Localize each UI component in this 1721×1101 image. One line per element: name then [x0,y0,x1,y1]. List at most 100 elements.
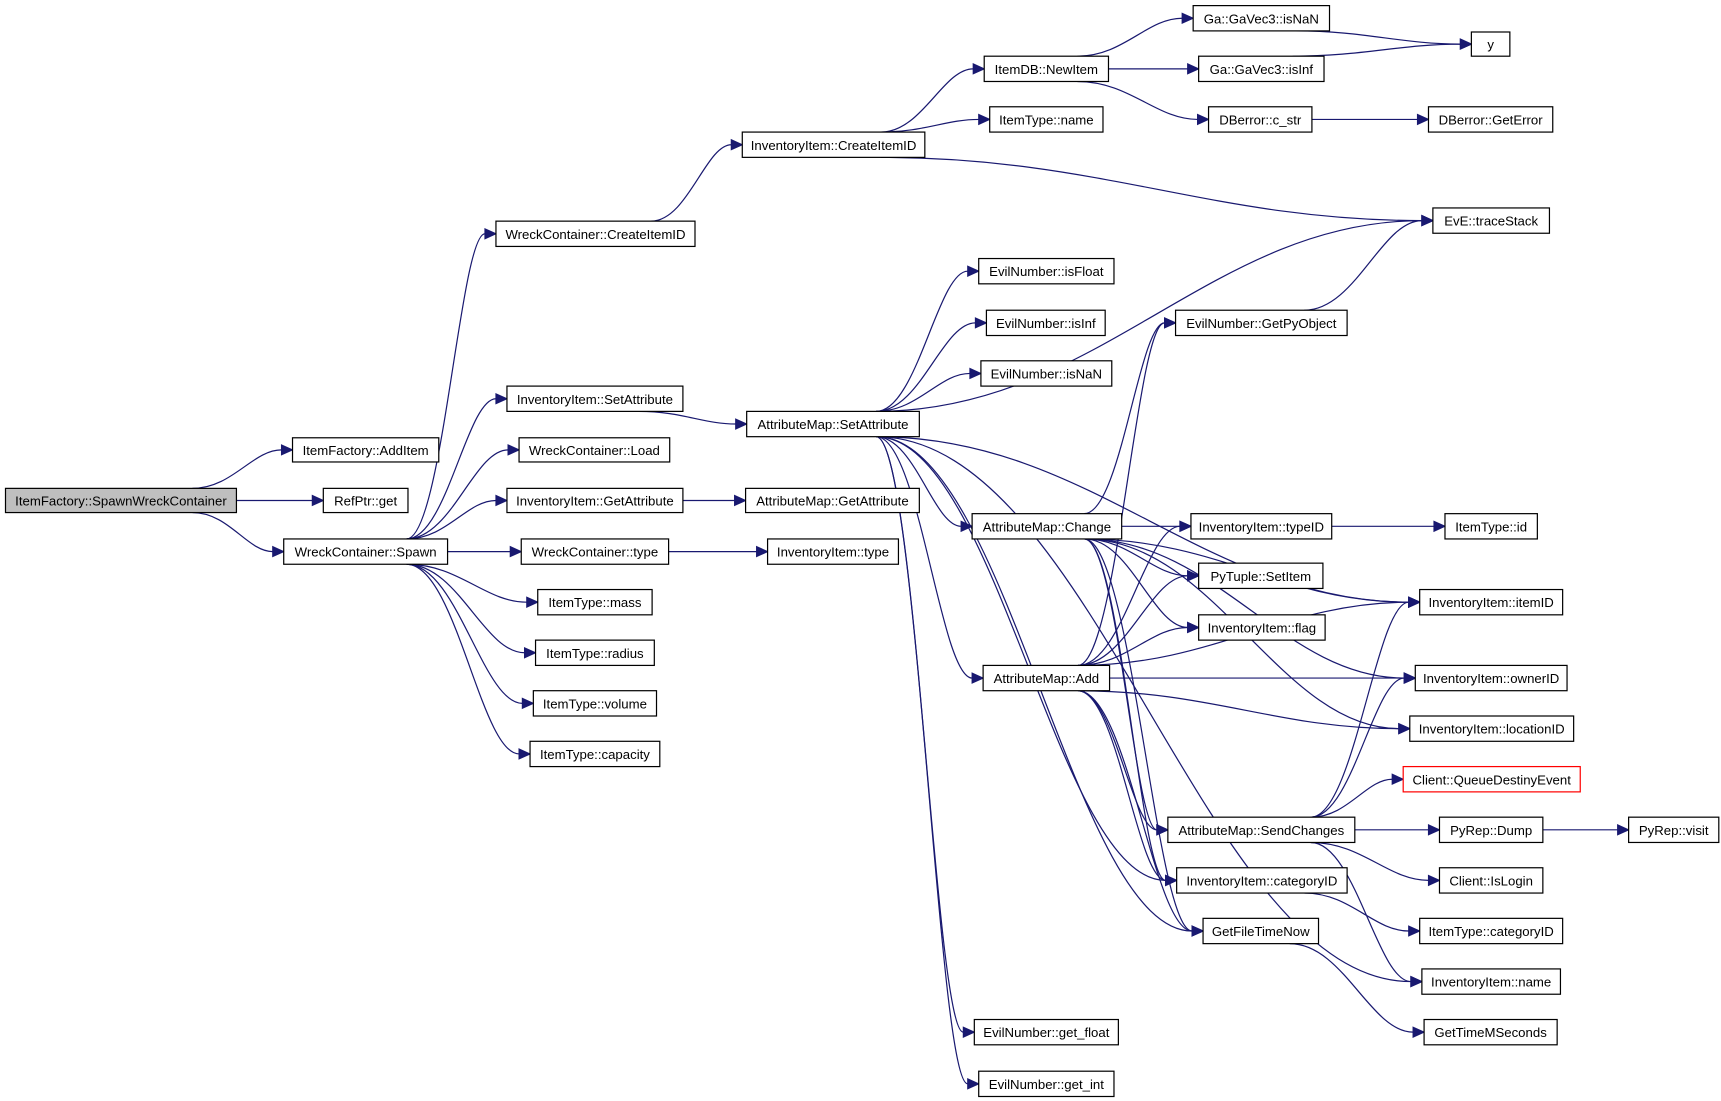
node-inventoryitem-locationid[interactable]: InventoryItem::locationID [1409,715,1575,742]
arrowhead-icon [735,418,749,430]
node-itemtype-categoryid[interactable]: ItemType::categoryID [1419,917,1564,945]
node-box [983,55,1110,83]
node-label: WreckContainer::Load [529,443,660,458]
edge-line [1077,690,1166,882]
node-attributemap-setattribute[interactable]: AttributeMap::SetAttribute [746,410,920,438]
node-eve-tracestack[interactable]: EvE::traceStack [1432,207,1551,234]
node-wreckcontainer-type[interactable]: WreckContainer::type [520,538,670,565]
node-itemtype-id[interactable]: ItemType::id [1444,513,1538,540]
edge-line [1084,538,1166,882]
node-itemfactory-additem[interactable]: ItemFactory::AddItem [291,437,440,463]
node-attributemap-getattribute[interactable]: AttributeMap::GetAttribute [744,487,920,514]
node-evilnumber-isfloat[interactable]: EvilNumber::isFloat [978,257,1115,285]
arrowhead-icon [1164,317,1177,329]
node-dberror-c-str[interactable]: DBerror::c_str [1207,106,1313,133]
node-box [534,639,655,667]
edge-getfiletimenow-to-gettimemseconds [1289,943,1426,1038]
node-box [978,257,1115,285]
arrowhead-icon [1410,975,1424,988]
edge-inventoryitem-typeid-to-itemtype-id [1331,520,1447,533]
node-ga-gavec3-isnan[interactable]: Ga::GaVec3::isNaN [1192,5,1331,32]
node-itemtype-capacity[interactable]: ItemType::capacity [529,740,661,768]
arrowhead-icon [1459,38,1473,50]
node-wreckcontainer-load[interactable]: WreckContainer::Load [518,437,671,463]
node-inventoryitem-createitemid[interactable]: InventoryItem::CreateItemID [741,131,926,158]
edge-line [1084,538,1188,577]
node-pyrep-dump[interactable]: PyRep::Dump [1438,816,1544,844]
node-itemtype-volume[interactable]: ItemType::volume [532,690,658,717]
node-box [1202,917,1320,945]
node-box [1419,588,1564,616]
node-box [518,437,671,463]
node-attributemap-add[interactable]: AttributeMap::Add [982,664,1111,692]
node-box [989,106,1104,133]
node-label: EvilNumber::GetPyObject [1186,316,1337,331]
node-y[interactable]: y [1470,31,1511,57]
arrowhead-icon [1197,113,1210,126]
node-itemtype-radius[interactable]: ItemType::radius [534,639,655,667]
node-label: ItemType::categoryID [1428,924,1553,939]
node-client-queuedestinyevent[interactable]: Client::QueueDestinyEvent [1402,765,1581,793]
node-evilnumber-getpyobject[interactable]: EvilNumber::GetPyObject [1174,309,1348,337]
node-inventoryitem-typeid[interactable]: InventoryItem::typeID [1190,513,1333,540]
arrowhead-icon [978,113,992,126]
node-evilnumber-isinf[interactable]: EvilNumber::isInf [985,309,1106,337]
node-evilnumber-isnan[interactable]: EvilNumber::isNaN [980,360,1113,387]
node-ga-gavec3-isinf[interactable]: Ga::GaVec3::isInf [1198,55,1325,83]
edge-itemdb-newitem-to-ga-gavec3-isinf [1108,63,1200,75]
node-attributemap-sendchanges[interactable]: AttributeMap::SendChanges [1167,816,1356,844]
node-box [1419,917,1564,945]
node-getfiletimenow[interactable]: GetFileTimeNow [1202,917,1320,945]
node-inventoryitem-flag[interactable]: InventoryItem::flag [1198,614,1326,641]
edge-attributemap-sendchanges-to-client-islogin [1310,841,1441,887]
node-inventoryitem-categoryid[interactable]: InventoryItem::categoryID [1176,867,1348,894]
arrowhead-icon [509,545,523,558]
node-inventoryitem-setattribute[interactable]: InventoryItem::SetAttribute [506,385,684,412]
arrowhead-icon [1191,925,1205,937]
arrowhead-icon [1403,672,1417,684]
node-box [1427,106,1554,133]
node-dberror-geterror[interactable]: DBerror::GetError [1427,106,1554,133]
edge-wreckcontainer-spawn-to-inventoryitem-setattribute [406,392,509,540]
edge-line [1310,601,1409,818]
node-label: RefPtr::get [334,494,397,509]
edge-line [638,410,736,425]
edge-wreckcontainer-spawn-to-itemtype-capacity [406,563,532,760]
node-evilnumber-get-int[interactable]: EvilNumber::get_int [978,1070,1115,1098]
node-evilnumber-get-float[interactable]: EvilNumber::get_float [973,1018,1119,1046]
node-pyrep-visit[interactable]: PyRep::visit [1628,816,1720,844]
node-label: AttributeMap::Add [994,671,1100,686]
arrowhead-icon [969,367,983,380]
node-inventoryitem-ownerid[interactable]: InventoryItem::ownerID [1414,664,1568,692]
node-inventoryitem-name[interactable]: InventoryItem::name [1421,968,1562,995]
node-inventoryitem-type[interactable]: InventoryItem::type [766,538,900,565]
edge-itemfactory-spawnwreckcontainer-to-wreckcontainer-spawn [192,511,286,558]
node-label: PyTuple::SetItem [1210,569,1311,584]
node-itemdb-newitem[interactable]: ItemDB::NewItem [983,55,1110,83]
node-label: y [1487,37,1494,52]
node-box [1628,816,1720,844]
node-pytuple-setitem[interactable]: PyTuple::SetItem [1198,562,1324,590]
node-refptr-get[interactable]: RefPtr::get [322,487,409,514]
node-attributemap-change[interactable]: AttributeMap::Change [971,513,1123,540]
arrowhead-icon [1427,874,1441,887]
edge-attributemap-setattribute-to-evilnumber-isinf [876,317,988,412]
arrowhead-icon [1187,569,1200,582]
node-inventoryitem-itemid[interactable]: InventoryItem::itemID [1419,588,1564,616]
node-itemtype-name[interactable]: ItemType::name [989,106,1104,133]
node-wreckcontainer-spawn[interactable]: WreckContainer::Spawn [283,538,449,565]
node-gettimemseconds[interactable]: GetTimeMSeconds [1423,1018,1558,1046]
edge-line [1310,677,1405,818]
arrowhead-icon [967,265,981,277]
node-inventoryitem-getattribute[interactable]: InventoryItem::GetAttribute [506,487,684,514]
edge-line [1084,322,1165,515]
node-itemtype-mass[interactable]: ItemType::mass [537,588,653,616]
node-label: GetTimeMSeconds [1434,1025,1547,1040]
node-wreckcontainer-createitemid[interactable]: WreckContainer::CreateItemID [495,220,696,248]
edge-attributemap-setattribute-to-eve-tracestack [876,214,1435,412]
edge-inventoryitem-createitemid-to-eve-tracestack [880,156,1435,227]
edge-attributemap-add-to-evilnumber-getpyobject [1077,317,1177,667]
node-itemfactory-spawnwreckcontainer[interactable]: ItemFactory::SpawnWreckContainer [4,487,238,514]
edge-wreckcontainer-spawn-to-wreckcontainer-type [447,545,523,558]
node-client-islogin[interactable]: Client::IsLogin [1438,867,1544,894]
